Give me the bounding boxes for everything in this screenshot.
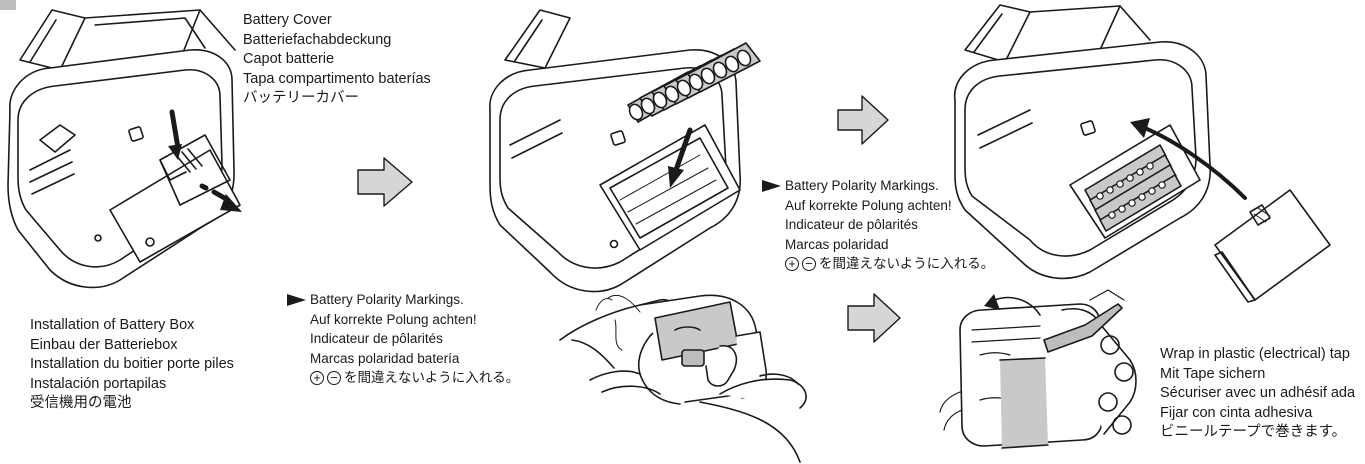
pointer-triangle-icon — [287, 293, 306, 306]
polarity-top-line-fr: Indicateur de pôlarités — [785, 217, 918, 232]
polarity-bottom-line-jp: + − を間違えないように入れる。 — [287, 368, 519, 388]
polarity-bottom-line-de: Auf korrekte Polung achten! — [310, 311, 477, 327]
polarity-bottom-line-es: Marcas polaridad batería — [310, 350, 460, 366]
minus-circle-icon: − — [802, 256, 816, 271]
installation-label-fr: Installation du boitier porte piles — [30, 356, 234, 372]
battery-cover-label-de: Batteriefachabdeckung — [243, 31, 392, 48]
polarity-note-top: Battery Polarity Markings. Auf korrekte … — [762, 176, 994, 274]
wrap-tape-labels: Wrap in plastic (electrical) tap Mit Tap… — [1160, 345, 1365, 443]
installation-label-jp: 受信機用の電池 — [30, 395, 132, 411]
battery-cover-label-jp: バッテリーカバー — [243, 90, 359, 106]
battery-cover-label-en: Battery Cover — [243, 12, 332, 28]
plus-circle-icon: + — [785, 256, 799, 271]
polarity-top-line-de: Auf korrekte Polung achten! — [785, 197, 952, 213]
corner-mark — [0, 0, 16, 10]
wrap-label-jp: ビニールテープで巻きます。 — [1160, 424, 1347, 440]
pointer-triangle-icon — [762, 179, 781, 192]
closing-cover-illustration — [953, 4, 1331, 303]
taped-battery-box-illustration — [939, 289, 1137, 449]
polarity-top-line-jp: + − を間違えないように入れる。 — [762, 254, 994, 274]
battery-cover-label-fr: Capot batterie — [243, 51, 335, 67]
installation-label-es: Instalación portapilas — [30, 375, 167, 392]
wrap-label-fr: Sécuriser avec un adhésif ada — [1160, 385, 1356, 401]
wrap-label-de: Mit Tape sichern — [1160, 365, 1266, 382]
installation-label-en: Installation of Battery Box — [30, 317, 195, 333]
polarity-note-bottom: Battery Polarity Markings. Auf korrekte … — [287, 290, 519, 388]
open-compartment-illustration — [489, 9, 761, 293]
polarity-top-line-es: Marcas polaridad — [785, 236, 889, 252]
polarity-bottom-line-en: Battery Polarity Markings. — [310, 292, 464, 307]
polarity-bottom-line-fr: Indicateur de pôlarités — [310, 331, 443, 346]
battery-cover-label-es: Tapa compartimento baterías — [243, 70, 431, 87]
step-arrow-3 — [847, 293, 901, 343]
step-arrow-1 — [357, 157, 413, 207]
polarity-top-line-en: Battery Polarity Markings. — [785, 178, 939, 193]
wrap-label-es: Fijar con cinta adhesiva — [1160, 404, 1313, 421]
hands-battery-box-illustration — [559, 294, 807, 463]
step-arrow-2 — [837, 95, 889, 145]
minus-circle-icon: − — [327, 370, 341, 385]
installation-label-de: Einbau der Batteriebox — [30, 336, 178, 353]
plus-circle-icon: + — [310, 370, 324, 385]
transmitter-with-cover-illustration — [7, 9, 242, 289]
installation-labels: Installation of Battery Box Einbau der B… — [30, 316, 234, 414]
wrap-label-en: Wrap in plastic (electrical) tap — [1160, 346, 1350, 362]
battery-cover-labels: Battery Cover Batteriefachabdeckung Capo… — [243, 11, 431, 109]
